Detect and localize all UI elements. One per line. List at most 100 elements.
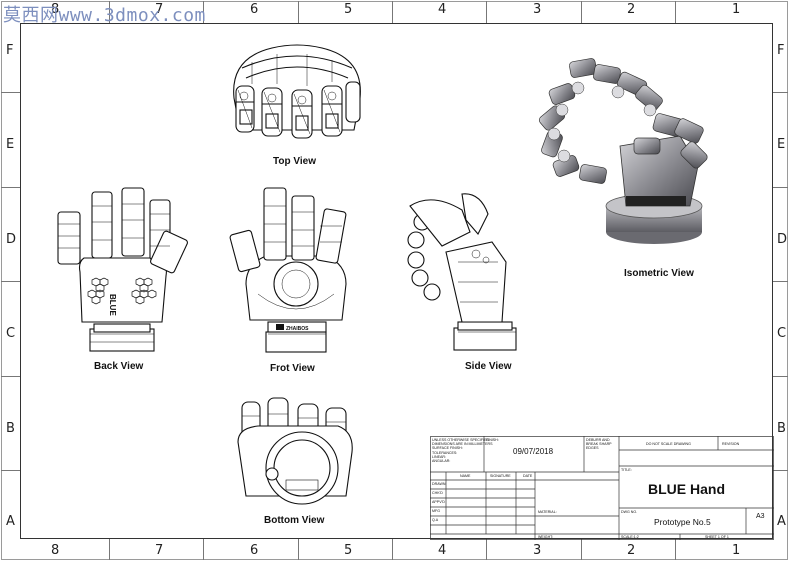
zone-tick: [1, 92, 20, 93]
zone-tick: [298, 539, 299, 560]
zone-tick: [392, 1, 393, 23]
zone-bottom-8: 8: [51, 543, 60, 558]
side-view-label: Side View: [465, 361, 512, 372]
side-view-drawing: [407, 193, 517, 351]
note-line: TOLERANCES:: [432, 450, 458, 455]
zone-tick: [486, 539, 487, 560]
zone-tick: [109, 539, 110, 560]
title-label: TITLE:: [621, 468, 632, 472]
zone-right-e: E: [777, 137, 786, 152]
col-name: NAME: [460, 474, 471, 478]
sheet-size: A3: [756, 513, 765, 520]
zone-left-f: F: [6, 43, 14, 58]
logo-mark: [276, 324, 284, 330]
zone-bottom-4: 4: [438, 543, 447, 558]
zone-tick: [773, 376, 788, 377]
zone-left-e: E: [6, 137, 15, 152]
zone-bottom-2: 2: [627, 543, 636, 558]
drawing-frame: [20, 23, 773, 539]
zone-top-5: 5: [344, 2, 353, 17]
front-view-label: Frot View: [270, 363, 315, 374]
zone-tick: [486, 1, 487, 23]
row-qa: Q.A: [432, 518, 439, 522]
zone-tick: [773, 187, 788, 188]
zone-tick: [675, 1, 676, 23]
title-block-frame: [430, 436, 774, 540]
note-line: ANGULAR:: [432, 459, 451, 464]
zone-top-2: 2: [627, 2, 636, 17]
zone-right-d: D: [777, 232, 788, 247]
dwg-no-label: DWG NO.: [621, 510, 638, 514]
zone-bottom-3: 3: [533, 543, 542, 558]
drawing-title: BLUE Hand: [648, 481, 725, 497]
top-view-label: Top View: [273, 156, 316, 167]
row-approved: APPV'D: [432, 500, 445, 504]
back-view-drawing: BLUE: [57, 187, 188, 352]
note-line: DEBURR AND: [586, 438, 610, 442]
bottom-view-drawing: [237, 397, 353, 505]
row-mfg: MFG: [432, 509, 440, 513]
zone-tick: [1, 376, 20, 377]
watermark: 莫西网www.3dmox.com: [3, 5, 206, 26]
do-not-scale-note: DO NOT SCALE DRAWING: [646, 442, 691, 446]
base-brand-text: ZHAIBOS: [286, 326, 309, 332]
zone-tick: [1, 187, 20, 188]
zone-left-d: D: [6, 232, 17, 247]
zone-top-6: 6: [250, 2, 259, 17]
zone-tick: [773, 92, 788, 93]
zone-tick: [392, 539, 393, 560]
note-line: DIMENSIONS ARE IN MILLIMETERS: [432, 442, 493, 447]
deburr-note: DEBURR AND BREAK SHARP EDGES: [586, 438, 612, 451]
zone-left-b: B: [6, 421, 15, 436]
bottom-view-label: Bottom View: [264, 515, 325, 526]
drawing-number: Prototype No.5: [654, 517, 711, 527]
title-block-notes: UNLESS OTHERWISE SPECIFIED: DIMENSIONS A…: [432, 438, 493, 463]
top-view-drawing: [233, 44, 361, 139]
zone-bottom-6: 6: [250, 543, 259, 558]
zone-tick: [1, 281, 20, 282]
isometric-view-drawing: [538, 58, 708, 244]
zone-left-c: C: [6, 326, 16, 341]
col-signature: SIGNATURE: [490, 474, 511, 478]
palm-brand-text: BLUE: [108, 294, 117, 316]
scale-label: SCALE:1:2: [621, 535, 639, 539]
zone-top-3: 3: [533, 2, 542, 17]
finish-label: FINISH:: [486, 438, 499, 442]
isometric-view-label: Isometric View: [624, 268, 694, 279]
row-drawn: DRAWN: [432, 482, 446, 486]
note-line: BREAK SHARP: [586, 442, 612, 447]
zone-bottom-7: 7: [155, 543, 164, 558]
zone-top-4: 4: [438, 2, 447, 17]
front-view-drawing: ZHAIBOS: [229, 187, 347, 353]
zone-top-7: 7: [155, 2, 164, 17]
zone-right-c: C: [777, 326, 787, 341]
zone-tick: [298, 1, 299, 23]
zone-tick: [773, 281, 788, 282]
zone-left-a: A: [6, 514, 15, 529]
note-line: UNLESS OTHERWISE SPECIFIED:: [432, 438, 491, 442]
zone-top-1: 1: [732, 2, 741, 17]
revision-label: REVISION: [722, 442, 740, 446]
drawing-date: 09/07/2018: [513, 447, 554, 456]
zone-right-a: A: [777, 514, 786, 529]
weight-label: WEIGHT:: [538, 535, 553, 539]
zone-tick: [581, 539, 582, 560]
zone-right-b: B: [777, 421, 786, 436]
zone-right-f: F: [777, 43, 785, 58]
row-checked: CHK'D: [432, 491, 443, 495]
col-date: DATE: [523, 474, 533, 478]
note-line: SURFACE FINISH:: [432, 446, 463, 451]
zone-bottom-5: 5: [344, 543, 353, 558]
sheet-count: SHEET 1 OF 1: [705, 535, 729, 539]
zone-bottom-1: 1: [732, 543, 741, 558]
zone-tick: [675, 539, 676, 560]
zone-tick: [203, 1, 204, 23]
zone-tick: [773, 470, 788, 471]
note-line: LINEAR:: [432, 454, 446, 459]
zone-tick: [581, 1, 582, 23]
zone-tick: [109, 1, 110, 23]
zone-tick: [1, 470, 20, 471]
zone-tick: [203, 539, 204, 560]
